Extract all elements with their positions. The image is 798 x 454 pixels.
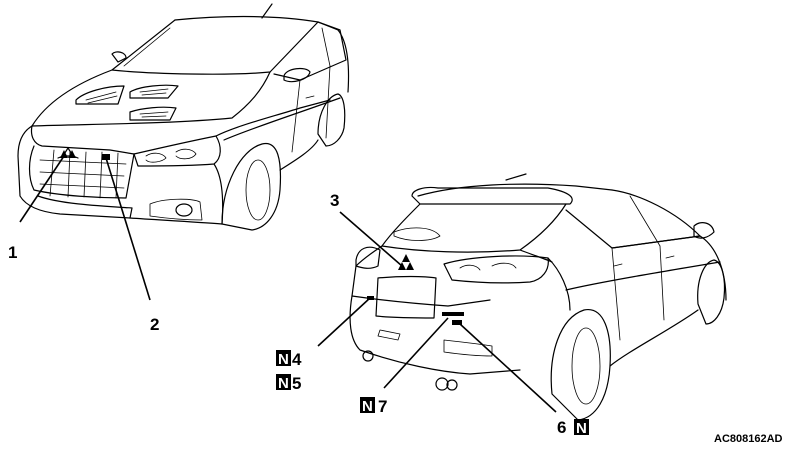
n-badge-7-letter: N <box>362 398 373 415</box>
front-car-drawing <box>17 3 350 231</box>
callout-3: 3 <box>330 191 339 210</box>
n-badge-7 <box>360 397 375 413</box>
n-badge-6-letter: N <box>576 420 587 437</box>
callout-1: 1 <box>8 243 17 262</box>
leader-lines <box>19 155 557 413</box>
callout-6: 6 <box>557 418 566 437</box>
rear-car-drawing <box>349 173 727 421</box>
callout-4: 4 <box>292 350 302 369</box>
n-badge-5 <box>276 374 291 390</box>
callout-2: 2 <box>150 315 159 334</box>
n-badge-4 <box>276 350 291 366</box>
callout-5: 5 <box>292 374 301 393</box>
figure-code: AC808162AD <box>714 433 783 445</box>
n-badge-4-letter: N <box>278 351 289 368</box>
callout-7: 7 <box>378 397 387 416</box>
n-badge-5-letter: N <box>278 375 289 392</box>
n-badge-6 <box>574 419 589 435</box>
